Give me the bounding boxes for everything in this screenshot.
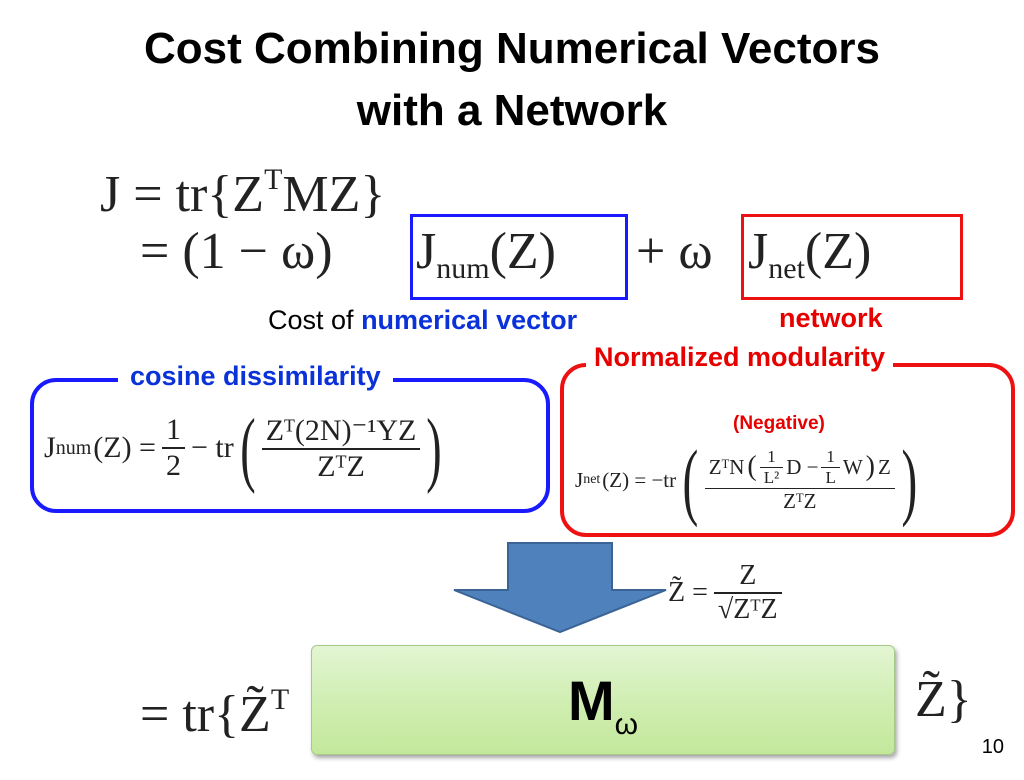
cosine-denominator: ZᵀZ bbox=[261, 447, 421, 484]
cosine-numerator: Zᵀ(2N)⁻¹YZ bbox=[265, 413, 417, 447]
right-paren: ) bbox=[426, 401, 443, 495]
transpose-sup: T bbox=[264, 163, 283, 196]
down-arrow-icon bbox=[452, 542, 668, 634]
inner-num-2: 1 bbox=[826, 446, 835, 466]
jnet-J: J bbox=[748, 223, 769, 280]
jnet-subscript: net bbox=[768, 252, 805, 285]
m-omega-box: Mω bbox=[311, 645, 895, 755]
half-denominator: 2 bbox=[161, 447, 185, 483]
final-transpose-sup: T bbox=[270, 683, 290, 716]
left-paren: ( bbox=[240, 401, 256, 495]
jnum-highlight-box bbox=[410, 214, 628, 300]
inner-den-2: L bbox=[821, 466, 840, 488]
final-equation-prefix: = tr{Z̃T bbox=[140, 670, 289, 745]
inner-num-1: 1 bbox=[767, 446, 776, 466]
normalized-modularity-label: Normalized modularity bbox=[586, 341, 894, 373]
equation-line-1-suffix: MZ} bbox=[282, 166, 386, 223]
negative-label: (Negative) bbox=[733, 413, 825, 434]
jnet-def-J: J bbox=[575, 467, 584, 492]
equation-line-1-prefix: J = tr{Z bbox=[100, 166, 265, 223]
z-tilde-lhs: Z̃ = bbox=[668, 577, 708, 608]
m-omega-symbol: Mω bbox=[567, 669, 638, 741]
cosine-dissimilarity-label: cosine dissimilarity bbox=[118, 360, 393, 392]
caption-cost-of-text: Cost of bbox=[268, 305, 354, 335]
d-minus: D − bbox=[786, 454, 819, 479]
cosine-fraction: Zᵀ(2N)⁻¹YZ ZᵀZ bbox=[261, 413, 421, 484]
title-line-2: with a Network bbox=[356, 86, 668, 135]
jnum-J: J bbox=[416, 223, 437, 280]
inner-left-paren: ( bbox=[747, 451, 757, 482]
jnet-right-paren: ) bbox=[901, 432, 918, 528]
page-number: 10 bbox=[981, 736, 1004, 758]
plus-omega: + ω bbox=[636, 223, 713, 280]
jnet-left-paren: ( bbox=[682, 432, 699, 528]
caption-network: network bbox=[779, 303, 883, 333]
equation-line-1: J = tr{ZTMZ} bbox=[100, 150, 385, 225]
jnum-def-subscript: num bbox=[55, 436, 92, 459]
jnum-def-arg: (Z) = bbox=[93, 431, 156, 464]
equation-line-2-prefix: = (1 − ω) bbox=[140, 223, 333, 280]
modularity-denominator: ZᵀZ bbox=[704, 487, 895, 514]
m-letter: M bbox=[567, 669, 615, 732]
zt-n: ZᵀN bbox=[708, 454, 745, 479]
inner-den-1: L² bbox=[759, 466, 784, 488]
half-fraction: 1 2 bbox=[161, 413, 185, 483]
jnet-arg: (Z) bbox=[804, 223, 872, 280]
jnum-subscript: num bbox=[436, 252, 490, 285]
w-term: W bbox=[842, 454, 863, 479]
normalization-fraction: Z √ZᵀZ bbox=[713, 560, 782, 626]
half-numerator: 1 bbox=[165, 413, 181, 446]
jnet-def-subscript: net bbox=[583, 472, 601, 487]
inner-right-paren: ) bbox=[865, 451, 875, 482]
normalization-numerator: Z bbox=[739, 560, 757, 591]
omega-subscript: ω bbox=[614, 708, 639, 741]
final-equation-suffix: Z̃} bbox=[915, 671, 972, 728]
normalization-denominator: √ZᵀZ bbox=[713, 592, 782, 626]
normalization-formula: Z̃ = Z √ZᵀZ bbox=[668, 548, 782, 638]
jnet-highlight-box bbox=[741, 214, 963, 300]
jnum-arg: (Z) bbox=[489, 223, 556, 280]
jnum-def-J: J bbox=[44, 431, 56, 464]
one-over-l-squared: 1 L² bbox=[759, 446, 784, 488]
jnet-def-arg: (Z) = −tr bbox=[602, 467, 677, 492]
slide-title: Cost Combining Numerical Vectors with a … bbox=[0, 18, 1024, 142]
z-term: Z bbox=[878, 454, 891, 479]
minus-trace: − tr bbox=[190, 431, 234, 464]
modularity-numerator: ZᵀN ( 1 L² D − 1 L W ) Z bbox=[705, 447, 895, 488]
modularity-fraction: ZᵀN ( 1 L² D − 1 L W ) Z ZᵀZ bbox=[704, 447, 895, 514]
jnet-term: Jnet(Z) bbox=[748, 222, 871, 299]
one-over-l: 1 L bbox=[821, 446, 840, 488]
title-line-1: Cost Combining Numerical Vectors bbox=[144, 24, 880, 73]
caption-numerical-vector: numerical vector bbox=[361, 305, 578, 335]
caption-cost-of: Cost of numerical vector bbox=[268, 304, 577, 336]
jnum-term: Jnum(Z) bbox=[416, 222, 556, 299]
final-prefix-text: = tr{Z̃ bbox=[140, 686, 271, 743]
